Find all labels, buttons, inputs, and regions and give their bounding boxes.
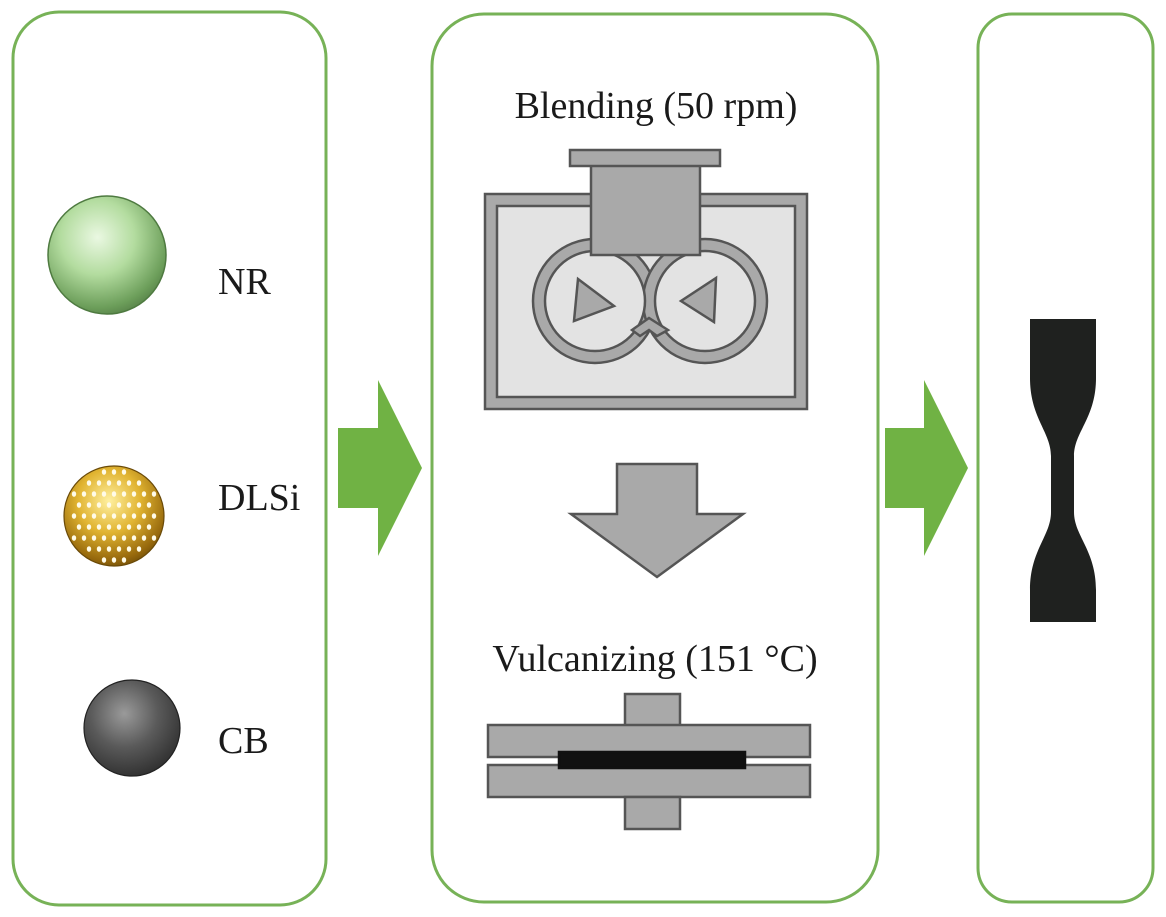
dlsi-dot (96, 546, 102, 552)
dlsi-dot (126, 524, 132, 530)
dlsi-dot (111, 469, 117, 475)
right-arrow-icon (885, 380, 968, 556)
dlsi-dot (86, 546, 92, 552)
dlsi-dot (91, 535, 97, 541)
dlsi-dot (71, 535, 77, 541)
dlsi-dot (121, 491, 127, 497)
dlsi-dot (131, 535, 137, 541)
dlsi-dot (101, 491, 107, 497)
down-arrow-icon (567, 462, 747, 579)
dlsi-dot (86, 502, 92, 508)
dlsi-dot (136, 524, 142, 530)
dlsi-dot (136, 546, 142, 552)
dlsi-dot (106, 524, 112, 530)
dlsi-dot (121, 469, 127, 475)
dlsi-dot (146, 502, 152, 508)
dlsi-dot (81, 535, 87, 541)
cb-label: CB (218, 720, 269, 762)
dlsi-dot (111, 557, 117, 563)
dlsi-dot (101, 557, 107, 563)
dlsi-dot (111, 535, 117, 541)
dlsi-dot (111, 513, 117, 519)
dlsi-dot (146, 524, 152, 530)
dlsi-dot (101, 535, 107, 541)
nr-label: NR (218, 261, 271, 303)
dlsi-dot (76, 502, 82, 508)
dlsi-dot (86, 524, 92, 530)
dlsi-dot (126, 502, 132, 508)
blending-label: Blending (50 rpm) (515, 85, 798, 127)
dlsi-dot (116, 502, 122, 508)
internal-mixer-icon (483, 148, 809, 411)
dlsi-dot (151, 513, 157, 519)
dlsi-dot (96, 480, 102, 486)
dlsi-dot (91, 513, 97, 519)
dlsi-dot (116, 524, 122, 530)
dlsi-dot (151, 535, 157, 541)
dlsi-dot (116, 480, 122, 486)
dlsi-dot (96, 502, 102, 508)
dlsi-dot (151, 491, 157, 497)
dlsi-dot (116, 546, 122, 552)
dlsi-dot (106, 480, 112, 486)
dlsi-dot (101, 513, 107, 519)
dlsi-dot (101, 469, 107, 475)
dlsi-dot (81, 491, 87, 497)
dlsi-dot (71, 513, 77, 519)
dlsi-dot (121, 513, 127, 519)
dlsi-dot (96, 524, 102, 530)
dlsi-dot (106, 546, 112, 552)
dlsi-dot (121, 557, 127, 563)
dlsi-dot (81, 513, 87, 519)
dlsi-dot (141, 535, 147, 541)
dlsi-sphere-icon (63, 465, 165, 567)
dlsi-label: DLSi (218, 477, 300, 519)
dlsi-dot (136, 502, 142, 508)
dlsi-dot (141, 513, 147, 519)
dlsi-dot (76, 524, 82, 530)
dlsi-dot (86, 480, 92, 486)
right-arrow-icon (338, 380, 422, 556)
dlsi-dot (126, 546, 132, 552)
dlsi-dot (71, 491, 77, 497)
hot-press-icon (486, 692, 812, 831)
dlsi-dot (111, 491, 117, 497)
cb-sphere-icon (83, 679, 181, 777)
nr-sphere-icon (47, 195, 167, 315)
vulcanizing-label: Vulcanizing (151 °C) (492, 638, 817, 680)
dlsi-dot (131, 513, 137, 519)
dlsi-dot (131, 491, 137, 497)
dlsi-dot (126, 480, 132, 486)
dlsi-dot (106, 502, 112, 508)
materials-panel (11, 10, 328, 907)
dlsi-dot (121, 535, 127, 541)
dlsi-dot (136, 480, 142, 486)
dumbbell-specimen-icon (1030, 319, 1096, 622)
dlsi-dot (141, 491, 147, 497)
dlsi-dot (91, 491, 97, 497)
